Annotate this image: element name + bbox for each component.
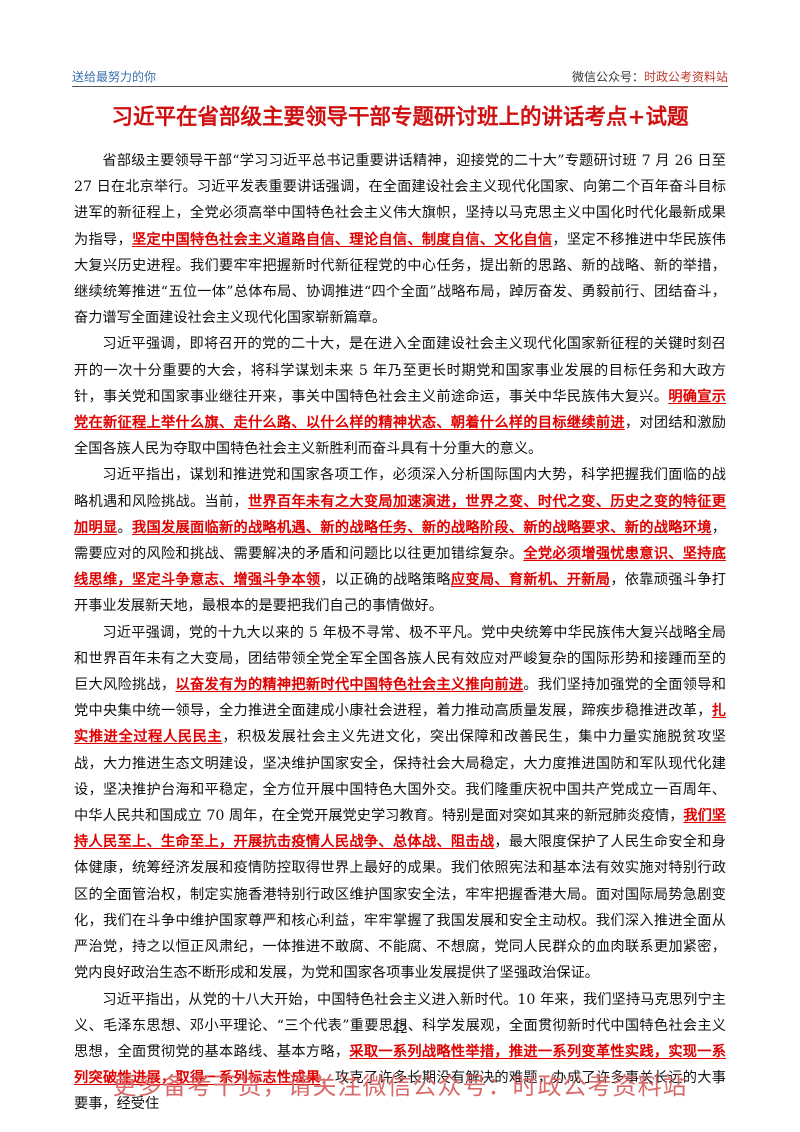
highlighted-key-point: 我们坚持人民至上、生命至上，开展抗击疫情人民战争、总体战、阻击战 — [74, 808, 726, 851]
highlighted-key-point: 采取一系列战略性举措，推进一系列变革性实践，实现一系列突破性进展，取得一系列标志… — [74, 1043, 726, 1087]
footer-banner: 更多备考干货，请关注微信公众号：时政公考资料站 — [112, 1072, 688, 1100]
paragraph-text: 。我们坚持加强党的全面领导和党中央集中统一领导，全力推进全面建成小康社会进程，着… — [74, 677, 726, 720]
paragraph-text: ，攻克了许多长期没有解决的难题，办成了许多事关长远的大事要事，经受住 — [74, 1070, 726, 1113]
highlighted-key-point: 扎实推进全过程人民民主 — [74, 703, 726, 746]
paragraph-text: ，需要应对的风险和挑战、需要解决的矛盾和问题比以往更加错综复杂。 — [74, 519, 726, 563]
header-wechat-account: 时政公考资料站 — [643, 70, 728, 84]
paragraph: 省部级主要领导干部“学习习近平总书记重要讲话精神，迎接党的二十大”专题研讨班 7… — [74, 148, 726, 331]
header-wechat-prefix: 微信公众号： — [571, 70, 644, 84]
highlighted-key-point: 全党必须增强忧患意识、坚持底线思维，坚定斗争意志、增强斗争本领 — [74, 546, 726, 589]
paragraph: 习近平指出，谋划和推进党和国家各项工作，必须深入分析国际国内大势，科学把握我们面… — [74, 462, 726, 619]
paragraph: 习近平指出，从党的十八大开始，中国特色社会主义进入新时代。10 年来，我们坚持马… — [74, 987, 726, 1118]
paragraph-text: ，最大限度保护了人民生命安全和身体健康，统筹经济发展和疫情防控取得世界上最好的成… — [74, 834, 726, 982]
highlighted-key-point: 坚定中国特色社会主义道路自信、理论自信、制度自信、文化自信 — [131, 231, 553, 248]
article-body: 省部级主要领导干部“学习习近平总书记重要讲话精神，迎接党的二十大”专题研讨班 7… — [74, 148, 726, 1118]
paragraph-text: 习近平强调，党的十九大以来的 5 年极不寻常、极不平凡。党中央统筹中华民族伟大复… — [74, 624, 726, 694]
highlighted-key-point: 世界百年未有之大变局加速演进，世界之变、时代之变、历史之变的特征更加明显 — [74, 493, 726, 536]
paragraph-text: ，对团结和激励全国各族人民为夺取中国特色社会主义新胜利而奋斗具有十分重大的意义。 — [74, 415, 726, 458]
paragraph: 习近平强调，党的十九大以来的 5 年极不寻常、极不平凡。党中央统筹中华民族伟大复… — [74, 620, 726, 987]
paragraph-text: 省部级主要领导干部“学习习近平总书记重要讲话精神，迎接党的二十大”专题研讨班 7… — [74, 153, 726, 248]
paragraph-text: 习近平指出，从党的十八大开始，中国特色社会主义进入新时代。10 年来，我们坚持马… — [74, 991, 726, 1060]
paragraph-text: ，积极发展社会主义先进文化，突出保障和改善民生，集中力量实施脱贫攻坚战，大力推进… — [74, 729, 726, 825]
paragraph-text: 。 — [117, 519, 132, 536]
page-title: 习近平在省部级主要领导干部专题研讨班上的讲话考点+试题 — [111, 105, 689, 130]
paragraph-text: ，以正确的战略策略 — [320, 572, 451, 589]
page-number: 42 — [392, 1022, 408, 1036]
paragraph: 习近平强调，即将召开的党的二十大，是在进入全面建设社会主义现代化国家新征程的关键… — [74, 331, 726, 462]
paragraph-text: 习近平强调，即将召开的党的二十大，是在进入全面建设社会主义现代化国家新征程的关键… — [74, 336, 726, 405]
highlighted-key-point: 明确宣示党在新征程上举什么旗、走什么路、以什么样的精神状态、朝着什么样的目标继续… — [74, 388, 726, 432]
highlighted-key-point: 以奋发有为的精神把新时代中国特色社会主义推向前进 — [175, 677, 524, 694]
paragraph-text: ，依靠顽强斗争打开事业发展新天地，最根本的是要把我们自己的事情做好。 — [74, 572, 726, 615]
page-header: 送给最努力的你 微信公众号：时政公考资料站 — [72, 66, 728, 87]
header-slogan: 送给最努力的你 — [72, 70, 157, 84]
highlighted-key-point: 应变局、育新机、开新局 — [450, 572, 611, 589]
highlighted-key-point: 我国发展面临新的战略机遇、新的战略任务、新的战略阶段、新的战略要求、新的战略环境 — [131, 519, 712, 536]
paragraph-text: 习近平指出，谋划和推进党和国家各项工作，必须深入分析国际国内大势，科学把握我们面… — [74, 467, 726, 510]
header-wechat: 微信公众号：时政公考资料站 — [572, 68, 728, 85]
paragraph-text: ，坚定不移推进中华民族伟大复兴历史进程。我们要牢牢把握新时代新征程党的中心任务，… — [74, 231, 726, 327]
